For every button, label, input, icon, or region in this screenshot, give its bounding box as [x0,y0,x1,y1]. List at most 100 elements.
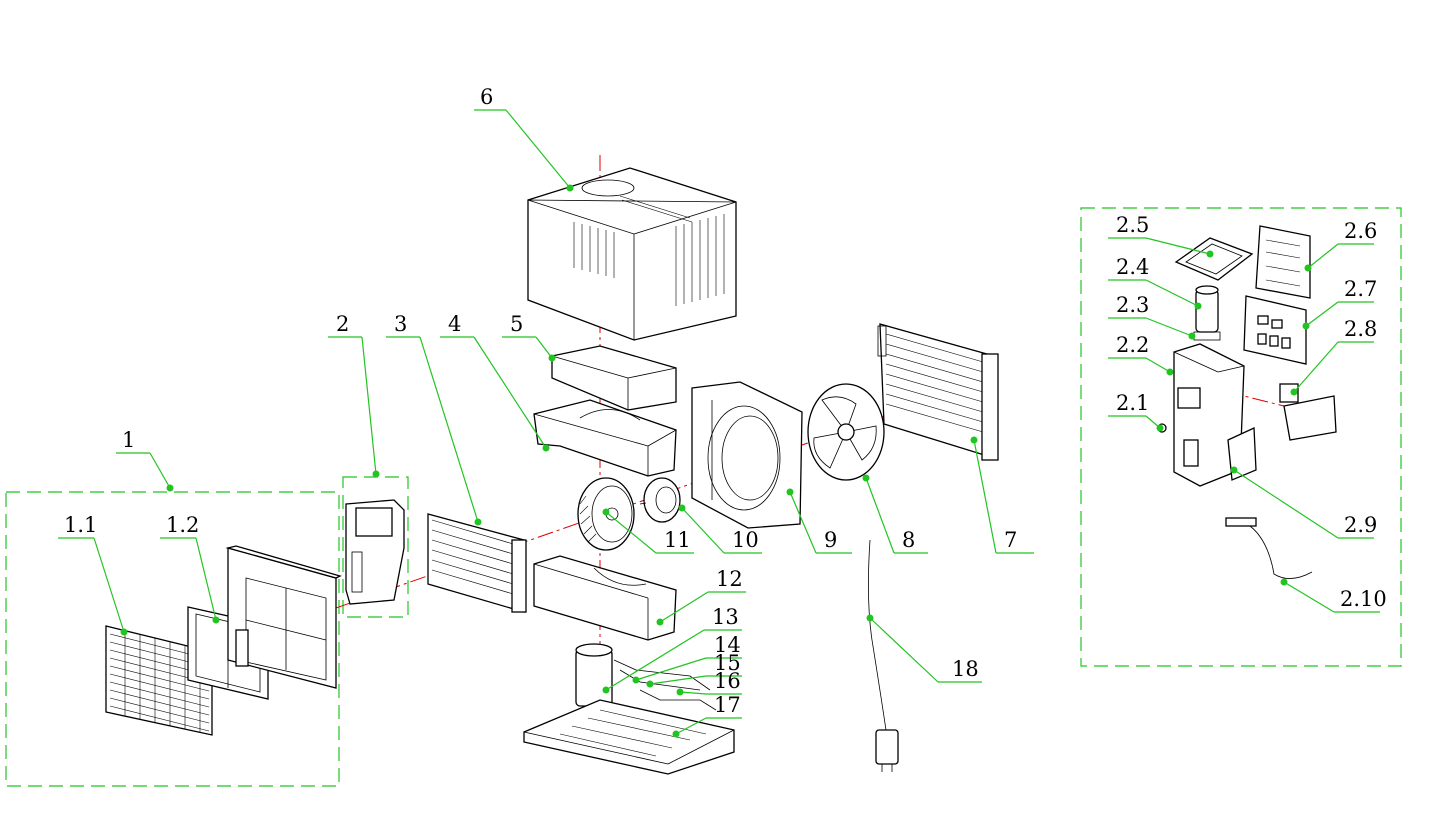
refrigerant-piping [613,659,717,711]
callout-leader-14 [635,657,707,681]
callout-dot-9 [786,488,794,496]
callout-leader-2-6 [1307,243,1339,269]
electric-box-detail [1157,343,1245,487]
callout-leader-11 [605,511,657,554]
callout-label-9: 9 [824,528,837,552]
upper-air-duct [533,399,677,477]
front-panel [225,545,342,689]
callout-dot-5 [548,354,556,362]
callout-leader-2 [361,336,377,475]
callout-leader-2-8 [1293,341,1339,393]
callout-dot-2-4 [1194,302,1202,310]
callout-leader-16 [679,691,707,695]
callout-label-2-3: 2.3 [1116,293,1149,317]
callout-leader-2-10 [1283,581,1335,613]
condenser-fan-blade [807,383,885,481]
callout-dot-2-6 [1304,264,1312,272]
callout-label-4: 4 [448,312,461,336]
callout-leader-8 [865,477,895,554]
callout-dot-17 [672,730,680,738]
lower-air-duct [533,555,677,641]
callout-dot-4 [542,444,550,452]
outer-cabinet [527,167,737,341]
callout-label-2-7: 2.7 [1344,277,1377,301]
transformer [1279,383,1337,441]
callout-leader-1-1 [93,537,125,633]
callout-label-2-10: 2.10 [1340,587,1387,611]
callout-label-18: 18 [952,657,979,681]
callout-label-1: 1 [122,428,135,452]
callout-dot-6 [566,184,574,192]
callout-dot-13 [602,686,610,694]
callout-label-2-1: 2.1 [1116,391,1149,415]
callout-label-2: 2 [336,312,349,336]
callout-leader-4 [473,336,547,449]
callout-dot-2-8 [1290,388,1298,396]
callout-leader-9 [789,491,817,554]
callout-dot-2-9 [1230,466,1238,474]
evaporator-coil [427,513,527,613]
callout-dot-7 [970,436,978,444]
callout-label-12: 12 [716,567,743,591]
callout-leader-1-2 [195,537,217,621]
control-panel-housing [1243,295,1307,365]
callout-leader-2-2 [1145,357,1171,373]
callout-dot-10 [678,504,686,512]
callout-dot-2 [372,470,380,478]
callout-dot-14 [632,676,640,684]
callout-label-2-5: 2.5 [1116,213,1149,237]
callout-label-11: 11 [664,528,691,552]
callout-label-13: 13 [712,605,739,629]
callout-leader-18 [869,617,939,683]
callout-label-2-8: 2.8 [1344,317,1377,341]
callout-dot-2-5 [1206,250,1214,258]
callout-label-10: 10 [732,528,759,552]
callout-leader-1 [149,452,171,489]
callout-label-14: 14 [714,633,741,657]
callout-leader-2-9 [1233,469,1339,539]
callout-leader-10 [681,507,725,554]
callout-label-16: 16 [714,669,741,693]
callout-label-2-6: 2.6 [1344,219,1377,243]
base-pan [523,699,735,775]
callout-dot-3 [474,518,482,526]
callout-dot-12 [656,618,664,626]
callout-leaders [58,109,1380,738]
callout-label-5: 5 [510,312,523,336]
callout-leader-2-7 [1305,301,1339,327]
callout-dot-2-7 [1302,322,1310,330]
callout-dot-15 [646,680,654,688]
callout-leader-6 [505,109,571,189]
callout-label-1-1: 1.1 [64,513,97,537]
callout-dot-11 [602,508,610,516]
callout-label-3: 3 [394,312,407,336]
callout-dot-8 [862,474,870,482]
display-panel [1255,225,1311,299]
callout-dot-1-1 [120,628,128,636]
callout-label-2-2: 2.2 [1116,333,1149,357]
group-box-electrical-detail [1080,207,1402,667]
callout-label-2-9: 2.9 [1344,513,1377,537]
callout-leader-2-3 [1145,317,1193,337]
callout-label-15: 15 [714,651,741,675]
callout-leader-2-4 [1145,279,1199,307]
power-cord [868,539,899,772]
callout-dot-2-1 [1156,424,1164,432]
sensor-wire [1225,517,1313,579]
partition-shroud [691,381,803,529]
callout-leader-15 [649,675,707,685]
callout-leader-12 [659,591,709,623]
callout-dot-2-2 [1166,368,1174,376]
callout-label-2-4: 2.4 [1116,255,1149,279]
callout-dot-18 [866,614,874,622]
callout-label-1-2: 1.2 [166,513,199,537]
fan-motor [639,477,681,523]
callout-leader-17 [675,717,707,735]
callout-label-6: 6 [480,85,493,109]
control-box-lid [1174,237,1254,281]
callout-leader-5 [535,336,553,359]
callout-label-7: 7 [1004,528,1017,552]
callout-leader-13 [605,629,705,691]
callout-label-17: 17 [714,693,741,717]
